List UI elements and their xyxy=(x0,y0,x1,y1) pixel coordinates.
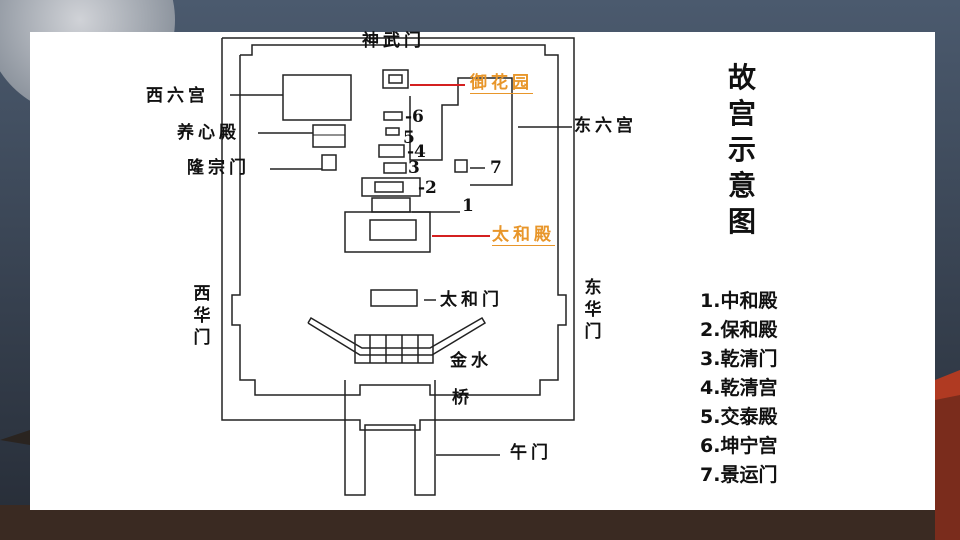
marker-1: 1 xyxy=(462,196,474,216)
jingyun-gate-block xyxy=(455,160,467,172)
legend-list: 1.中和殿 2.保和殿 3.乾清门 4.乾清宫 5.交泰殿 6.坤宁宫 7.景运… xyxy=(700,287,777,490)
legend-item: 3.乾清门 xyxy=(700,348,778,370)
marker-3: 3 xyxy=(408,158,420,178)
marker-4: -4 xyxy=(407,142,426,162)
marker-6: -6 xyxy=(405,107,424,127)
longzong-gate-label: 隆宗门 xyxy=(187,158,250,178)
west-hua-gate-label: 西华门 xyxy=(193,284,211,348)
marker-2: -2 xyxy=(418,178,437,198)
yangxin-hall-block xyxy=(313,125,345,147)
legend-item: 7.景运门 xyxy=(700,464,778,486)
marker-7: 7 xyxy=(490,158,502,178)
taihe-gate-label: 太和门 xyxy=(440,290,503,310)
content-card xyxy=(30,32,935,510)
longzong-gate-block xyxy=(322,155,336,170)
taihe-gate-block xyxy=(371,290,417,306)
diagram-title: 故宫示意图 xyxy=(727,61,756,238)
east-six-palaces-label: 东六宫 xyxy=(574,116,637,136)
golden-water-bridge-label-1: 金水 xyxy=(450,351,492,371)
meridian-gate-label: 午门 xyxy=(510,443,552,463)
west-six-palaces-label: 西六宫 xyxy=(146,86,209,106)
legend-item: 6.坤宁宫 xyxy=(700,435,778,457)
taihe-hall-block xyxy=(345,212,430,252)
golden-water-bridge-label-2: 桥 xyxy=(452,388,473,408)
legend-item: 2.保和殿 xyxy=(700,319,778,341)
qianqing-gate-block xyxy=(384,163,406,173)
jiaotai-hall-block xyxy=(386,128,399,135)
legend-item: 4.乾清宫 xyxy=(700,377,778,399)
east-six-palaces-outline xyxy=(410,78,512,185)
legend-item: 1.中和殿 xyxy=(700,290,778,312)
west-six-palaces-block xyxy=(283,75,351,120)
meridian-gate-outline xyxy=(345,380,435,430)
legend-item: 5.交泰殿 xyxy=(700,406,778,428)
yangxin-hall-label: 养心殿 xyxy=(177,123,240,143)
inner-wall xyxy=(232,45,566,395)
marker-5: 5 xyxy=(403,128,415,148)
east-hua-gate-label: 东华门 xyxy=(584,278,602,342)
kunning-palace-block xyxy=(384,112,402,120)
imperial-garden-label: 御花园 xyxy=(470,73,533,94)
taihe-hall-label: 太和殿 xyxy=(492,225,555,246)
imperial-garden-block xyxy=(383,70,408,88)
outer-wall xyxy=(222,38,574,495)
qianqing-palace-block xyxy=(379,145,404,157)
bridge-row xyxy=(355,335,433,363)
golden-water-river xyxy=(308,318,485,355)
north-gate-label: 神武门 xyxy=(362,31,425,51)
